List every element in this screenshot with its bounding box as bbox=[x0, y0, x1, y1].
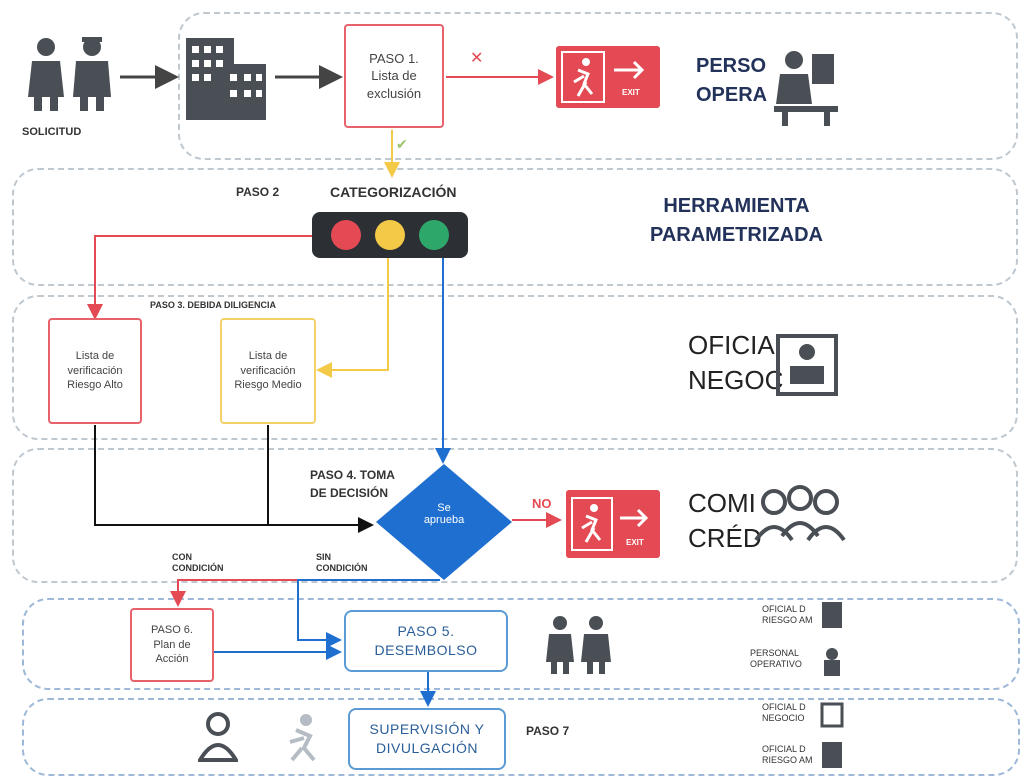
paso1-label: PASO 1. Lista de exclusión bbox=[366, 50, 422, 101]
lane-desembolso bbox=[22, 598, 1020, 690]
categorizacion-label: CATEGORIZACIÓN bbox=[330, 184, 457, 200]
role-personal-operativo: PERSONAL OPERATIVO bbox=[750, 648, 802, 669]
people-icon bbox=[28, 37, 111, 111]
arrow-yellow-lista-medio bbox=[316, 258, 389, 378]
lista-alto-box: Lista de verificación Riesgo Alto bbox=[48, 318, 142, 424]
building-icon bbox=[186, 38, 266, 120]
traffic-light-icon bbox=[312, 212, 468, 258]
check-mark-icon: ✔ bbox=[396, 136, 408, 152]
con-condicion-label: CON CONDICIÓN bbox=[172, 552, 224, 573]
lane-oficial-negocios bbox=[12, 295, 1018, 440]
person-icon bbox=[198, 712, 238, 762]
paso7-label: PASO 7 bbox=[526, 724, 570, 738]
arrow-red-lista-alto bbox=[87, 235, 312, 320]
cross-mark-icon: ✕ bbox=[470, 50, 484, 67]
paso2-label: PASO 2 bbox=[236, 185, 280, 199]
exit-sign-no-icon: EXIT bbox=[566, 490, 660, 558]
operator-desk-icon bbox=[774, 51, 838, 126]
decision-diamond bbox=[376, 464, 512, 580]
arrow-con-condicion-paso6 bbox=[170, 579, 440, 607]
paso6-box: PASO 6. Plan de Acción bbox=[130, 608, 214, 682]
paso1-box: PASO 1. Lista de exclusión bbox=[344, 24, 444, 128]
solicitud-label: SOLICITUD bbox=[22, 126, 82, 138]
role-oficial-riesgo-1: OFICIAL D RIESGO AM bbox=[762, 604, 813, 625]
lane-supervision bbox=[22, 698, 1020, 776]
lane-comite-credito bbox=[12, 448, 1018, 583]
running-man-no-icon bbox=[571, 497, 649, 551]
paso3-label: PASO 3. DEBIDA DILIGENCIA bbox=[150, 300, 277, 310]
paso6-label: PASO 6. Plan de Acción bbox=[151, 623, 193, 666]
arrow-lista-alto-decision bbox=[94, 425, 374, 533]
lane-herramienta bbox=[12, 168, 1018, 286]
comite-credito-title: COMI CRÉD bbox=[688, 488, 762, 554]
supervision-label: SUPERVISIÓN Y DIVULGACIÓN bbox=[369, 721, 485, 756]
exit-no-text: EXIT bbox=[626, 538, 644, 547]
supervision-box: SUPERVISIÓN Y DIVULGACIÓN bbox=[348, 708, 506, 770]
exit-text: EXIT bbox=[622, 88, 640, 97]
lista-medio-box: Lista de verificación Riesgo Medio bbox=[220, 318, 316, 424]
presenter-icon bbox=[776, 334, 838, 396]
paso5-label: PASO 5. DESEMBOLSO bbox=[374, 623, 478, 658]
persona-operativo-title: PERSO OPERA bbox=[696, 55, 768, 106]
role-icons bbox=[820, 602, 844, 768]
herramienta-title: HERRAMIENTA PARAMETRIZADA bbox=[650, 195, 823, 246]
arrow-sin-condicion-paso5 bbox=[297, 579, 440, 648]
lane-persona-operativo bbox=[178, 12, 1018, 160]
no-label: NO bbox=[532, 496, 552, 511]
role-oficial-riesgo-2: OFICIAL D RIESGO AM bbox=[762, 744, 813, 765]
se-aprueba-label: Se aprueba bbox=[423, 502, 465, 526]
paso4-label: PASO 4. TOMA DE DECISIÓN bbox=[310, 468, 395, 500]
paso5-box: PASO 5. DESEMBOLSO bbox=[344, 610, 508, 672]
oficial-negocios-title: OFICIA NEGOC bbox=[688, 330, 784, 396]
exit-sign-icon: EXIT bbox=[556, 46, 660, 108]
lista-alto-label: Lista de verificación Riesgo Alto bbox=[67, 349, 123, 392]
group-icon bbox=[754, 485, 846, 542]
people-small-icon bbox=[546, 616, 611, 674]
running-person-icon bbox=[289, 714, 316, 762]
running-man-icon bbox=[561, 51, 645, 103]
role-oficial-negocio: OFICIAL D NEGOCIO bbox=[762, 702, 806, 723]
sin-condicion-label: SIN CONDICIÓN bbox=[316, 552, 368, 573]
lista-medio-label: Lista de verificación Riesgo Medio bbox=[234, 349, 302, 392]
